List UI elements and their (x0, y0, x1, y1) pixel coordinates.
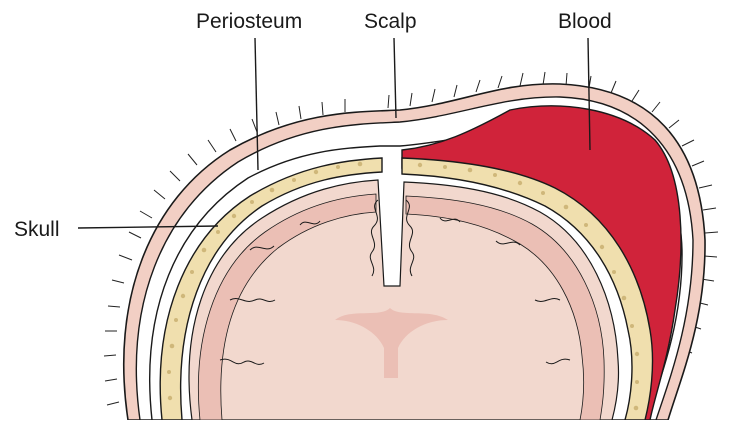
periosteum-leader-line (254, 37, 259, 171)
skull-bone-right (401, 157, 654, 420)
scalp-hairs (103, 71, 719, 406)
scalp-label: Scalp (364, 10, 417, 33)
blood-leader-line (587, 37, 591, 151)
blood-label: Blood (558, 10, 612, 33)
skull-leader-line (77, 225, 219, 229)
brain-sulci (219, 199, 571, 365)
periosteum-label: Periosteum (196, 10, 303, 33)
skull-bone (159, 157, 383, 420)
leader-lines (77, 37, 591, 229)
ventricles (335, 308, 448, 378)
scalp-leader-line (393, 37, 397, 119)
skull-label: Skull (14, 218, 60, 241)
brain-gyri-right (405, 195, 605, 420)
bone-texture-dots (167, 161, 640, 411)
brain (188, 179, 620, 420)
